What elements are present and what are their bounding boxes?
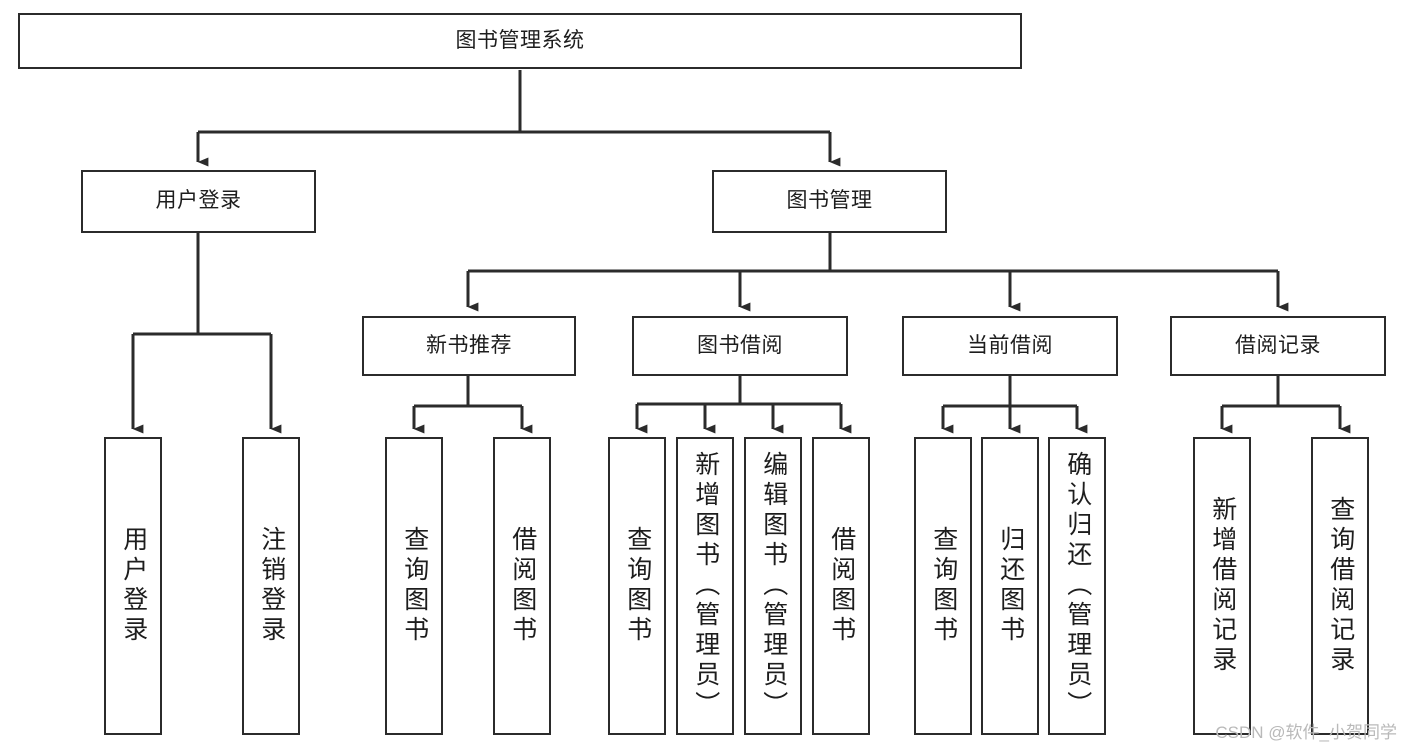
leaf-user-login-signin[interactable]: 用户登录 (104, 437, 162, 735)
watermark: CSDN @软件_小贺同学 (1215, 723, 1397, 742)
node-label: 查询图书 (400, 526, 429, 646)
node-label: 用户登录 (119, 526, 148, 646)
node-label: 归还图书 (996, 526, 1025, 646)
node-borrow-record[interactable]: 借阅记录 (1170, 316, 1386, 376)
node-label: 确认归还（管理员） (1063, 451, 1092, 721)
leaf-current-borrow-confirm-return[interactable]: 确认归还（管理员） (1048, 437, 1106, 735)
leaf-borrow-record-query[interactable]: 查询借阅记录 (1311, 437, 1369, 735)
node-new-book-recommend[interactable]: 新书推荐 (362, 316, 576, 376)
node-label: 当前借阅 (967, 333, 1053, 357)
node-label: 借阅记录 (1235, 333, 1321, 357)
node-label: 注销登录 (257, 526, 286, 646)
node-current-borrow[interactable]: 当前借阅 (902, 316, 1118, 376)
leaf-book-borrow-lend[interactable]: 借阅图书 (812, 437, 870, 735)
node-label: 用户登录 (155, 189, 242, 213)
leaf-current-borrow-query[interactable]: 查询图书 (914, 437, 972, 735)
leaf-current-borrow-return[interactable]: 归还图书 (981, 437, 1039, 735)
node-label: 查询借阅记录 (1326, 496, 1355, 676)
node-label: 图书借阅 (697, 333, 783, 357)
leaf-borrow-record-add[interactable]: 新增借阅记录 (1193, 437, 1251, 735)
node-label: 新增图书（管理员） (691, 451, 720, 721)
node-label: 新增借阅记录 (1208, 496, 1237, 676)
leaf-new-book-borrow[interactable]: 借阅图书 (493, 437, 551, 735)
node-book-management[interactable]: 图书管理 (712, 170, 947, 233)
node-label: 图书管理系统 (455, 28, 585, 52)
node-label: 新书推荐 (426, 333, 512, 357)
node-label: 查询图书 (929, 526, 958, 646)
leaf-book-borrow-query[interactable]: 查询图书 (608, 437, 666, 735)
leaf-user-login-signout[interactable]: 注销登录 (242, 437, 300, 735)
node-book-borrow[interactable]: 图书借阅 (632, 316, 848, 376)
node-label: 查询图书 (623, 526, 652, 646)
node-label: 借阅图书 (508, 526, 537, 646)
node-label: 借阅图书 (827, 526, 856, 646)
node-label: 编辑图书（管理员） (759, 451, 788, 721)
leaf-book-borrow-edit[interactable]: 编辑图书（管理员） (744, 437, 802, 735)
node-user-login[interactable]: 用户登录 (81, 170, 316, 233)
leaf-book-borrow-add[interactable]: 新增图书（管理员） (676, 437, 734, 735)
leaf-new-book-query[interactable]: 查询图书 (385, 437, 443, 735)
node-label: 图书管理 (786, 189, 873, 213)
node-root-system[interactable]: 图书管理系统 (18, 13, 1022, 69)
